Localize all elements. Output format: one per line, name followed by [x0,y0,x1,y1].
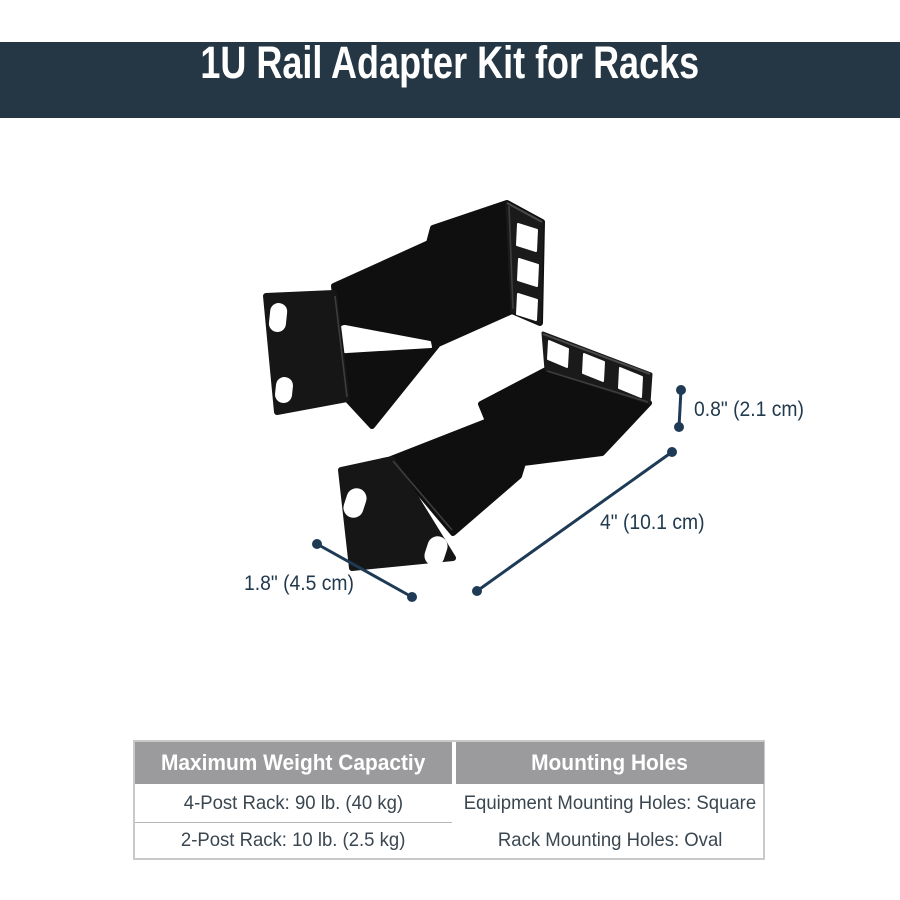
dim-depth-line [312,539,417,602]
square-hole [618,367,643,398]
spec-table: Maximum Weight Capactiy Mounting Holes 4… [133,740,765,860]
flange-fold-edge [392,460,453,531]
square-hole [547,340,569,368]
table-header-label: Mounting Holes [531,750,689,775]
dimension-lines [312,385,686,602]
oval-hole [343,488,367,518]
table-header-weight-capacity: Maximum Weight Capactiy [135,742,452,784]
table-cell-text: 4-Post Rack: 90 lb. (40 kg) [183,791,404,814]
dimension-length-label: 4" (10.1 cm) [600,511,705,534]
dimension-height-label: 0.8" (2.1 cm) [694,398,804,421]
dim-height-line [674,385,686,432]
oval-hole [268,303,288,332]
flange-fold-edge [546,370,649,403]
table-cell-equipment-holes: Equipment Mounting Holes: Square [452,784,764,822]
flange-fold-edge [508,205,514,310]
table-cell-text: 2-Post Rack: 10 lb. (2.5 kg) [181,829,406,851]
table-cell-2post: 2-Post Rack: 10 lb. (2.5 kg) [135,822,452,858]
square-hole [516,293,538,321]
oval-hole [424,536,448,566]
upper-bracket [263,200,545,429]
table-header-mounting-holes: Mounting Holes [452,742,764,784]
table-cell-4post: 4-Post Rack: 90 lb. (40 kg) [135,784,452,822]
page-title: 1U Rail Adapter Kit for Racks [200,37,700,88]
dimension-depth-label: 1.8" (4.5 cm) [244,572,354,595]
title-banner: 1U Rail Adapter Kit for Racks [0,37,900,118]
lower-bracket [338,331,653,571]
flange-top-rim [506,202,543,223]
flange-fold-edge [334,295,348,398]
square-hole [517,258,539,287]
lower-bracket-front-flange [338,456,456,571]
dim-length-line [472,447,677,596]
square-hole [516,223,538,252]
flange-top-rim [542,333,651,375]
table-cell-text: Equipment Mounting Holes: Square [463,791,757,814]
table-cell-rack-holes: Rack Mounting Holes: Oval [452,822,764,858]
oval-hole [275,377,293,403]
square-hole [582,353,605,382]
table-header-label: Maximum Weight Capactiy [161,750,426,775]
table-cell-text: Rack Mounting Holes: Oval [497,828,723,851]
lower-bracket-web [388,367,652,536]
